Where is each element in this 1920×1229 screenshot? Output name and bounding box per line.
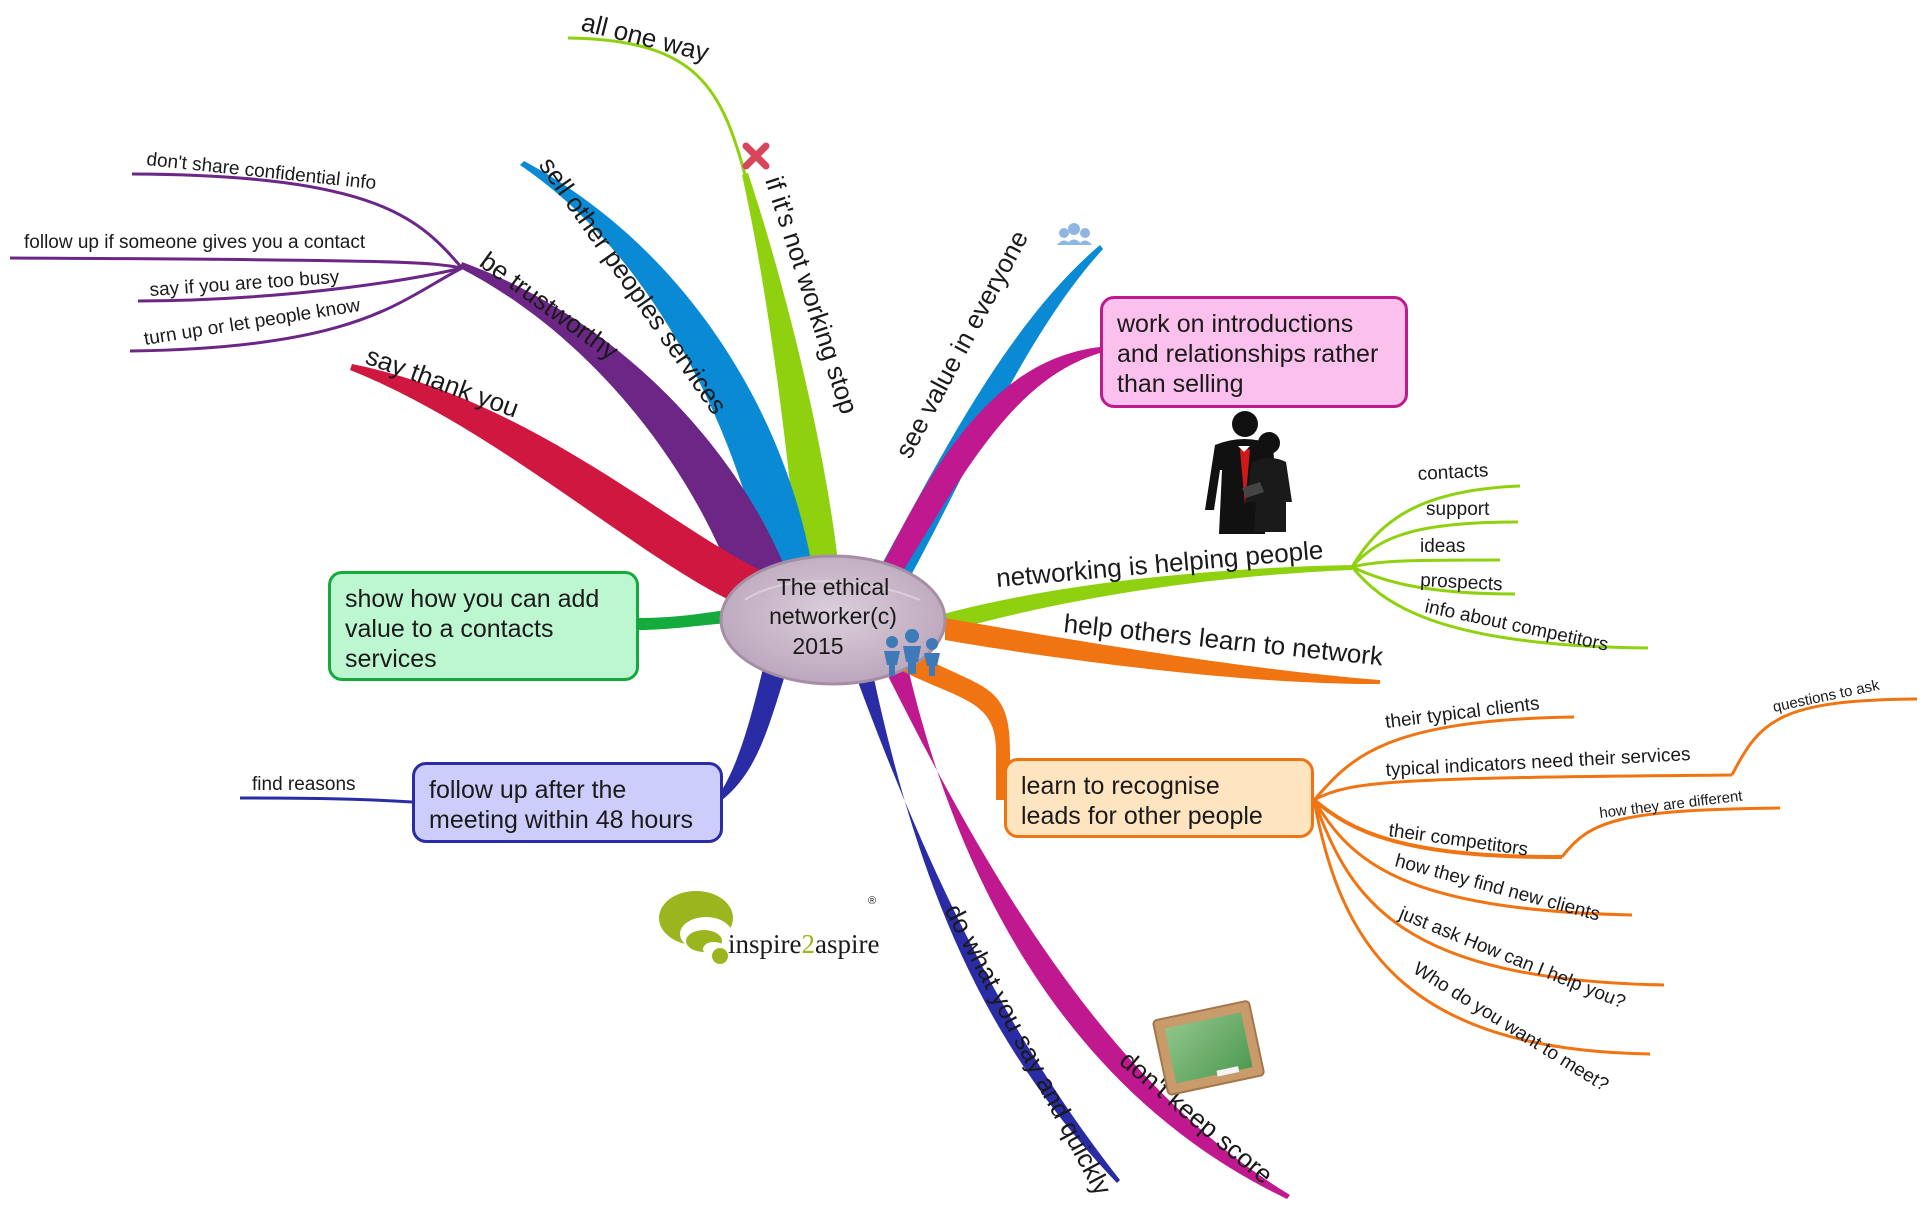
logo-registered-mark: ® [868,895,876,907]
helping-item-support[interactable]: support [1426,499,1490,520]
branch-not-working [742,173,840,585]
branch-sell-services [520,161,815,590]
trust-sub-lines [9,172,464,353]
leads-sub-lines [1312,697,1918,1056]
central-title-line1: The ethical [777,574,890,600]
branch-all-one-way-line [567,36,747,176]
central-title-line2: networker(c) [769,603,897,629]
business-people-image [1205,411,1292,534]
topic-recognise-leads[interactable]: learn to recognise leads for other peopl… [1004,758,1314,838]
branch-trustworthy [460,262,790,600]
trust-item-turn-up[interactable]: turn up or let people know [142,295,362,350]
topic-add-value-line3: services [345,645,437,673]
branch-networking [940,565,1352,632]
topic-recognise-leads-line2: leads for other people [1021,802,1263,830]
leads-item-questions[interactable]: questions to ask [1771,677,1881,716]
topic-add-value[interactable]: show how you can add value to a contacts… [328,571,639,681]
topic-introductions-line3: than selling [1117,370,1244,398]
trust-item-follow-contact[interactable]: follow up if someone gives you a contact [24,232,366,253]
branch-help-learn [945,618,1380,685]
helping-item-contacts[interactable]: contacts [1417,460,1489,485]
topic-follow-up-line2: meeting within 48 hours [429,806,694,834]
branch-show-value [639,608,740,630]
branch-follow-up [722,660,790,800]
inspire2aspire-logo: inspire2aspire ® [659,891,879,964]
trust-item-confidential[interactable]: don't share confidential info [145,149,377,194]
chalkboard-image [1152,1000,1265,1096]
group-icon [1057,223,1092,245]
central-title-line3: 2015 [792,633,843,659]
logo-text-inspire: inspire2aspire [728,929,879,959]
cross-icon [742,142,770,170]
topic-recognise-leads-line1: learn to recognise [1021,772,1220,800]
people-icon [884,629,940,676]
leads-item-typical-clients[interactable]: their typical clients [1384,693,1541,733]
topic-add-value-line1: show how you can add [345,585,600,613]
branch-dont-keep-score [880,655,1290,1199]
branch-leads [900,650,1010,800]
central-topic[interactable]: The ethical networker(c) 2015 [719,554,947,686]
follow-item-find-reasons[interactable]: find reasons [252,774,356,795]
topic-follow-up-line1: follow up after the [429,776,627,804]
helping-item-prospects[interactable]: prospects [1420,570,1503,595]
topic-introductions[interactable]: work on introductions and relationships … [1100,296,1408,408]
topic-follow-up[interactable]: follow up after the meeting within 48 ho… [412,762,723,843]
helping-item-ideas[interactable]: ideas [1420,536,1465,557]
branch-say-thank-you [350,364,760,605]
follow-sub-line [239,796,413,804]
helping-sub-lines [1350,484,1649,650]
topic-introductions-line2: and relationships rather [1117,340,1379,368]
leads-item-different[interactable]: how they are different [1598,787,1744,822]
topic-add-value-line2: value to a contacts [345,615,554,643]
topic-introductions-line1: work on introductions [1117,310,1354,338]
branch-do-what-you-say [850,660,1120,1183]
label-all-one-way[interactable]: all one way [579,7,712,68]
